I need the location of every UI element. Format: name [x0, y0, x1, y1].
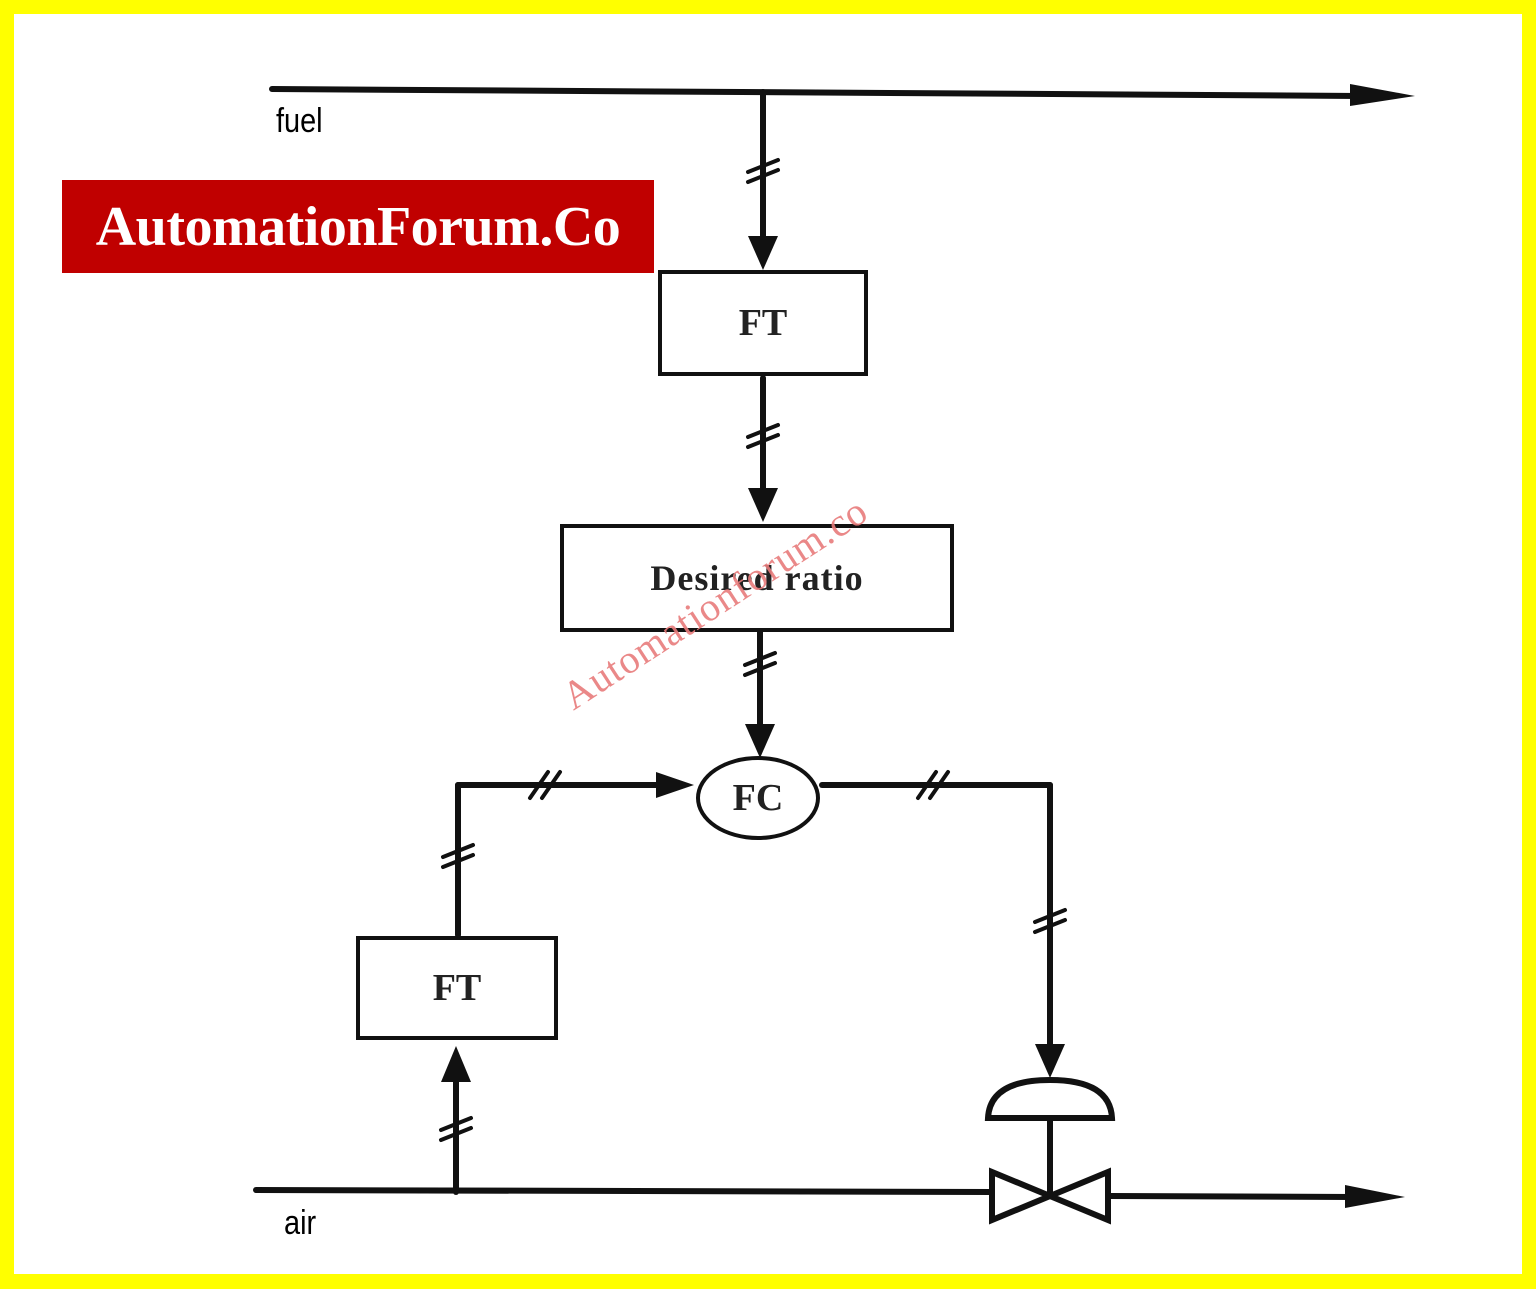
- diaphragm-actuator-icon: [984, 1076, 1116, 1121]
- brand-banner: AutomationForum.Co: [62, 180, 654, 273]
- diagram-canvas: fuel air AutomationForum.Co FT Desired r…: [14, 14, 1522, 1274]
- air-line: [253, 1187, 995, 1195]
- arrow-down-icon: [748, 236, 778, 270]
- fuel-arrow-icon: [1350, 84, 1415, 106]
- air-label: air: [284, 1204, 317, 1242]
- control-valve-icon: [989, 1117, 1111, 1225]
- flow-transmitter-air: FT: [356, 936, 558, 1040]
- flow-transmitter-fuel: FT: [658, 270, 868, 376]
- desired-ratio-block: Desired ratio: [560, 524, 954, 632]
- flow-controller: FC: [696, 756, 820, 840]
- ratio-control-diagram: [253, 84, 1415, 1225]
- fuel-line: [269, 86, 1363, 99]
- air-arrow-icon: [1345, 1185, 1405, 1208]
- fuel-label: fuel: [276, 102, 323, 140]
